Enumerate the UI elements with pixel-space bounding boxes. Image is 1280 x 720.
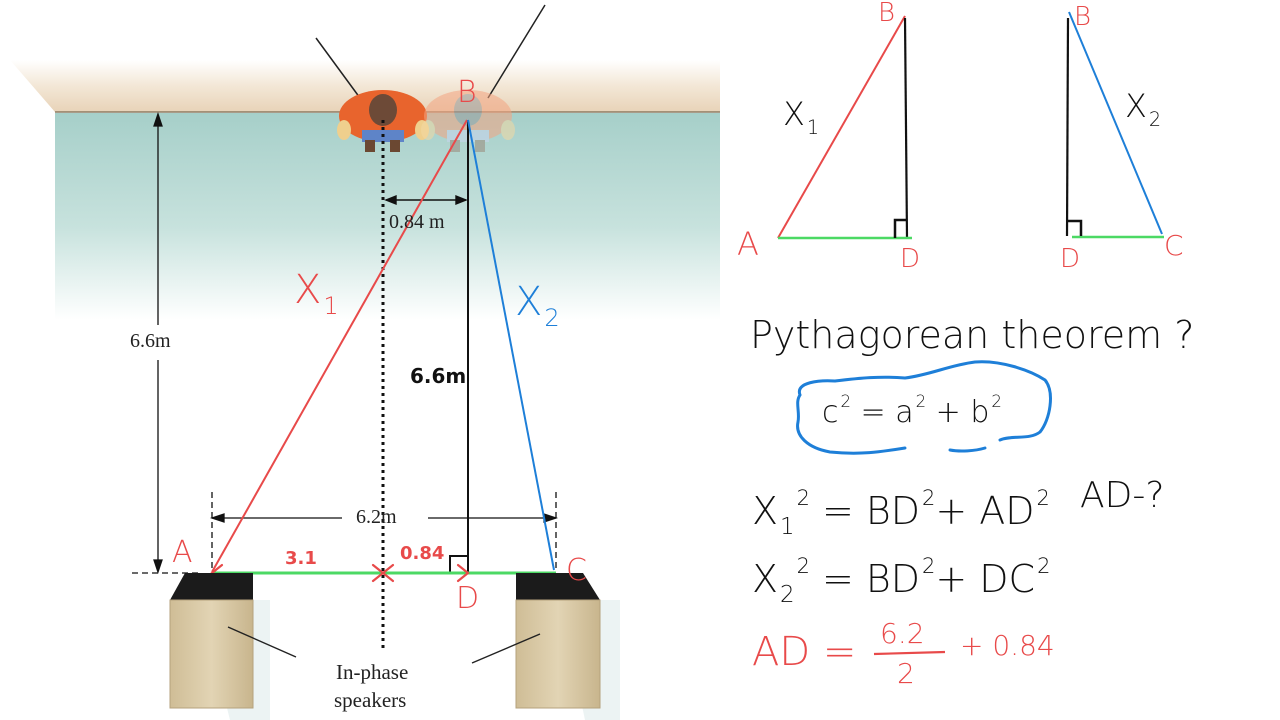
eq1-bd-exp: 2 [922, 486, 936, 510]
eq3-lhs: AD [752, 629, 811, 675]
heading-text: Pythagorean theorem [750, 313, 1163, 357]
person-moved-position [421, 90, 515, 152]
eq3-equals: = [822, 629, 857, 675]
point-d-label: D [456, 581, 480, 616]
triangle-bdc [1065, 11, 1164, 239]
fraction-bar [873, 650, 946, 656]
eq1-ad: AD [979, 488, 1035, 533]
tri1-d-label: D [900, 244, 921, 274]
heading-question-mark: ? [1174, 313, 1195, 357]
bd-length-label: 6.6m [410, 364, 467, 388]
point-a-label: A [172, 535, 193, 570]
tri2-hyp-index: 2 [1148, 107, 1162, 131]
speaker-right [471, 573, 620, 720]
pointer-line-person2 [487, 4, 546, 99]
offset-dimension [384, 194, 468, 206]
x1-label: X1 [294, 270, 339, 318]
formula-a: a [895, 394, 914, 430]
wall [10, 60, 720, 320]
tri1-a-label: A [737, 225, 759, 263]
eq2-dc: DC [979, 556, 1036, 601]
eq2-lhs-sub: 2 [780, 582, 795, 609]
x2-line [467, 119, 555, 571]
eq1-bd: BD [865, 488, 921, 533]
speakers-caption-line2: speakers [334, 688, 407, 712]
eq1-plus: + [935, 488, 968, 533]
formula-plus: + [935, 394, 961, 430]
eq2-bd-exp: 2 [922, 554, 936, 578]
x2-index: 2 [544, 303, 560, 332]
x2-label: X2 [515, 282, 560, 330]
triangle-abd [777, 15, 912, 240]
notes-heading: Pythagorean theorem ? [750, 316, 1194, 354]
eq3-numerator: 6.2 [880, 617, 925, 650]
speaker-left [169, 573, 297, 720]
tri2-hyp-letter: X [1125, 87, 1147, 125]
tri2-c-label: C [1164, 229, 1184, 262]
wall-height-label: 6.6m [130, 330, 171, 352]
tri1-b-label: B [878, 0, 896, 28]
eq2-dc-exp: 2 [1037, 554, 1051, 578]
offset-small-label: 0.84 [400, 543, 445, 564]
eq2-plus: + [935, 556, 968, 601]
ad-question: AD-? [1080, 475, 1165, 516]
height-dimension [132, 111, 200, 575]
eq1-equals: = [821, 488, 854, 533]
x1-index: 1 [323, 291, 339, 320]
tri1-hyp-letter: X [783, 95, 805, 133]
point-c-label: C [566, 553, 587, 588]
separation-label: 6.2m [356, 506, 397, 528]
formula-a-exp: 2 [915, 392, 927, 411]
eq1-ad-exp: 2 [1036, 486, 1050, 510]
point-b-label: B [457, 75, 477, 110]
half-separation-label: 3.1 [285, 548, 317, 569]
formula-c: c [822, 394, 839, 430]
eq1-lhs: X [752, 488, 779, 533]
formula-c-exp: 2 [840, 392, 852, 411]
formula-highlight-cloud [796, 360, 1052, 455]
eq1-lhs-sub: 1 [780, 514, 795, 541]
equation-x1: X12 = BD2+ AD2 [752, 488, 1050, 539]
eq3-tail: + 0.84 [960, 629, 1055, 662]
eq3-denominator: 2 [897, 657, 915, 690]
x1-line [211, 119, 468, 573]
x1-letter: X [294, 267, 322, 313]
eq2-lhs: X [752, 556, 779, 601]
speakers-caption-line1: In-phase [336, 660, 409, 684]
separation-dimension [209, 492, 559, 570]
eq1-lhs-exp: 2 [796, 486, 810, 510]
eq2-equals: = [821, 556, 854, 601]
pointer-line-person1 [315, 37, 361, 99]
tri1-hyp-index: 1 [806, 115, 820, 139]
eq2-lhs-exp: 2 [796, 554, 810, 578]
formula-b-exp: 2 [991, 392, 1002, 411]
equation-ad-lhs: AD = [752, 632, 856, 672]
tri2-b-label: B [1074, 2, 1092, 32]
equation-x2: X22 = BD2+ DC2 [752, 556, 1050, 607]
x2-letter: X [515, 279, 543, 325]
eq2-bd: BD [865, 556, 921, 601]
right-angle-marker [449, 555, 468, 573]
tri2-d-label: D [1060, 244, 1081, 274]
offset-label: 0.84 m [389, 211, 445, 233]
formula-equals: = [860, 394, 886, 430]
formula-b: b [970, 394, 990, 430]
